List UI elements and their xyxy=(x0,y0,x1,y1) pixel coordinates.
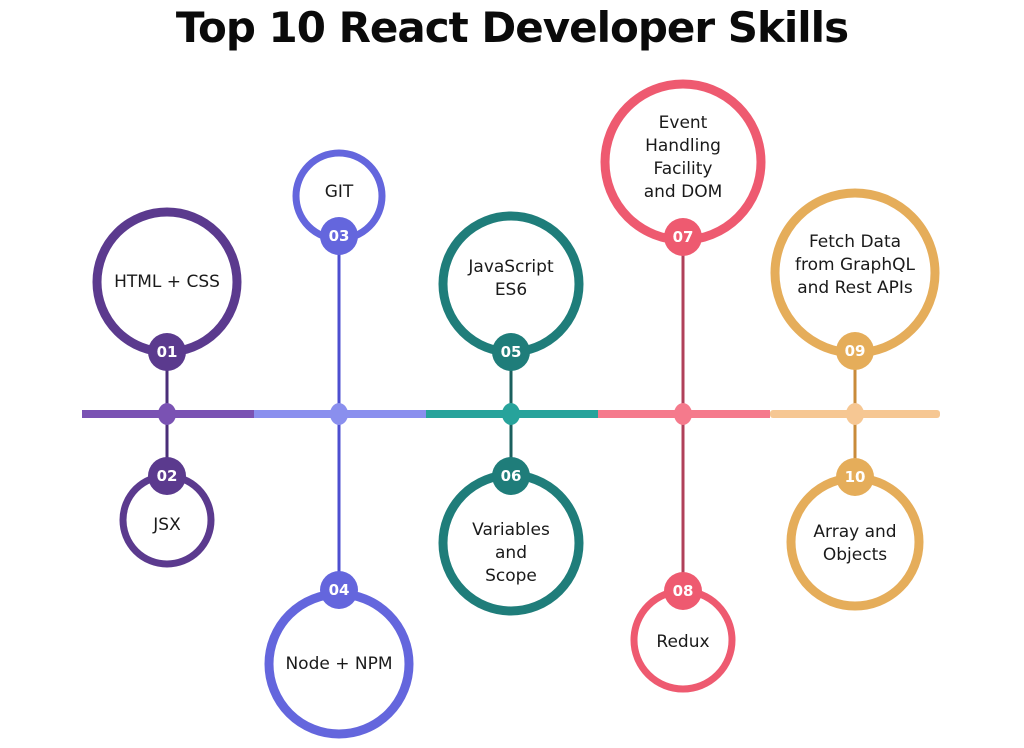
skill-label-03: GIT xyxy=(324,181,354,202)
skill-badge-09: 09 xyxy=(836,332,874,370)
skill-badge-01: 01 xyxy=(148,333,186,371)
skill-label-07: Event Handling Facility and DOM xyxy=(643,113,723,202)
skill-label-01: HTML + CSS xyxy=(114,271,220,292)
skill-badge-05: 05 xyxy=(492,333,530,371)
skill-label-09: Fetch Data from GraphQL and Rest APIs xyxy=(795,231,915,298)
skill-badge-06: 06 xyxy=(492,457,530,495)
skill-rings xyxy=(92,79,940,739)
skill-label-04: Node + NPM xyxy=(285,653,393,674)
page-title: Top 10 React Developer Skills xyxy=(175,3,849,52)
skill-badge-07: 07 xyxy=(664,218,702,256)
skill-label-05: JavaScript ES6 xyxy=(468,257,554,300)
skill-badge-08: 08 xyxy=(664,572,702,610)
skill-badge-10: 10 xyxy=(836,458,874,496)
skill-badge-02: 02 xyxy=(148,457,186,495)
skill-badge-04: 04 xyxy=(320,571,358,609)
skill-badge-03: 03 xyxy=(320,217,358,255)
skill-label-08: Redux xyxy=(656,631,710,652)
timeline-dots xyxy=(158,403,864,425)
skill-label-02: JSX xyxy=(153,514,181,535)
skill-label-10: Array and Objects xyxy=(813,522,897,565)
skill-label-06: Variables and Scope xyxy=(472,519,550,586)
